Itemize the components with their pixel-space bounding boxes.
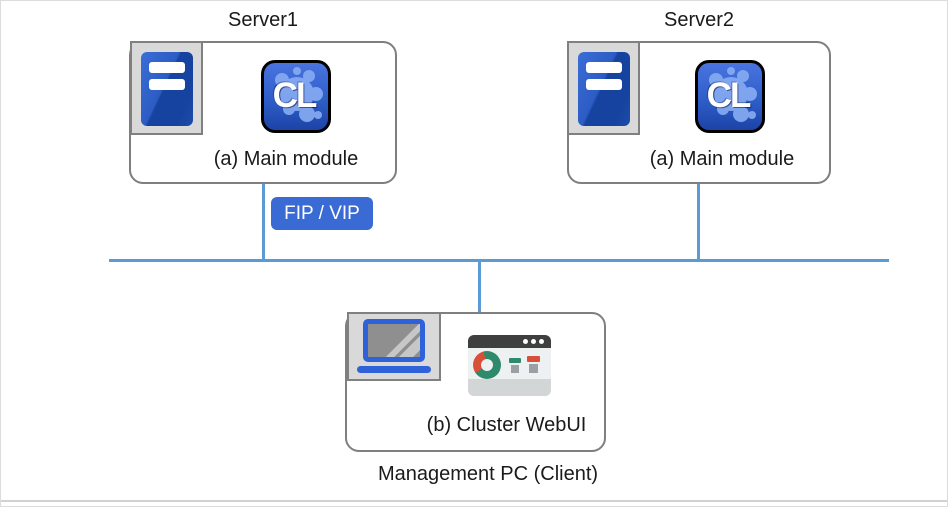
server-tower-shape <box>141 52 193 126</box>
teal-widget-glyph <box>509 358 521 363</box>
browser-titlebar <box>468 335 551 348</box>
webui-browser-icon <box>468 335 551 396</box>
server2-label: Server2 <box>663 9 735 31</box>
cl-icon-letters: CL <box>272 76 318 115</box>
management-pc-label: Management PC (Client) <box>377 463 599 485</box>
server1-caption: (a) Main module <box>213 148 359 170</box>
server-tower-icon <box>130 41 203 135</box>
server1-network-line <box>262 182 265 259</box>
server2-network-line <box>697 182 700 259</box>
splash-shape <box>275 67 323 122</box>
laptop-screen <box>363 319 425 362</box>
cluster-app-cl-icon: CL <box>695 60 765 133</box>
management-pc-caption: (b) Cluster WebUI <box>426 414 587 436</box>
server-tower-shape <box>578 52 630 126</box>
red-widget-glyph <box>527 356 540 362</box>
server2-caption: (a) Main module <box>649 148 795 170</box>
laptop-icon <box>347 312 441 381</box>
network-bus-line <box>109 259 889 262</box>
laptop-base <box>357 366 431 373</box>
bottom-divider <box>1 500 947 502</box>
cl-icon-letters: CL <box>706 76 752 115</box>
cluster-app-cl-icon: CL <box>261 60 331 133</box>
server1-label: Server1 <box>227 9 299 31</box>
splash-shape <box>709 67 757 122</box>
donut-chart-glyph <box>473 351 501 379</box>
server-tower-icon <box>567 41 640 135</box>
fip-vip-badge: FIP / VIP <box>271 197 373 230</box>
management-pc-network-line <box>478 262 481 313</box>
